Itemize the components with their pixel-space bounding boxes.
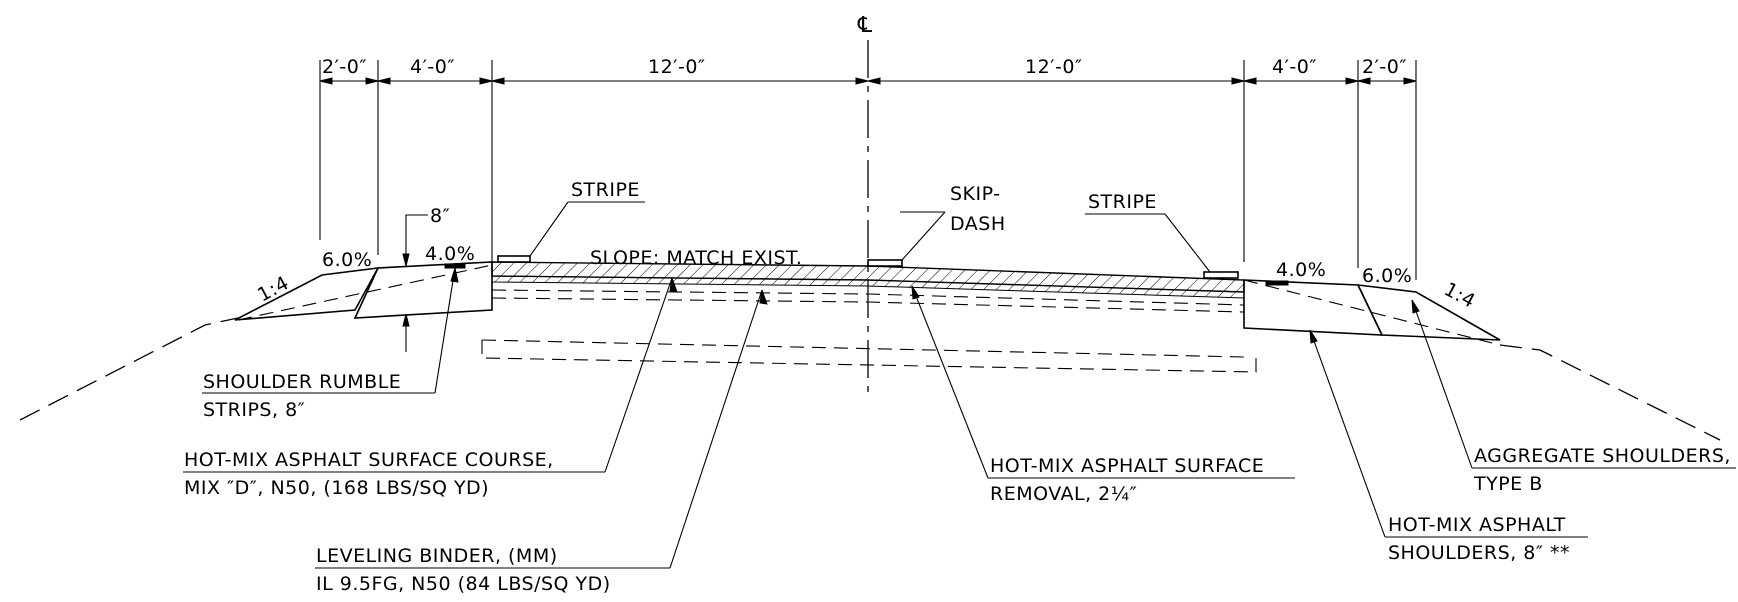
hma-shoulder-label-2: SHOULDERS, 8″ ** <box>1388 542 1570 564</box>
stripe-right-label: STRIPE <box>1088 191 1157 213</box>
skip-dash-mark <box>867 259 903 267</box>
dim-left-hma-shoulder: 4′-0″ <box>410 56 455 78</box>
callout-rumble <box>202 266 459 394</box>
callout-stripe-left <box>529 201 645 257</box>
dim-right-agg-shoulder: 2′-0″ <box>1362 56 1407 78</box>
extension-lines <box>319 60 1417 280</box>
dim-left-lane: 12′-0″ <box>648 56 706 78</box>
callout-stripe-right <box>1085 213 1211 273</box>
stripe-left-mark <box>497 255 531 263</box>
surface-label-1: HOT-MIX ASPHALT SURFACE COURSE, <box>184 449 554 471</box>
hma-shoulder-label-1: HOT-MIX ASPHALT <box>1388 514 1566 536</box>
dim-left-agg-shoulder: 2′-0″ <box>322 56 367 78</box>
removal-label-2: REMOVAL, 2¼″ <box>990 483 1137 505</box>
subbase-bracket <box>481 340 1257 373</box>
callout-skip-dash <box>900 211 946 261</box>
dimension-line <box>319 77 1417 85</box>
slope-left-foreslope: 1:4 <box>254 272 293 306</box>
rumble-depth: 8″ <box>430 205 450 227</box>
dim-right-hma-shoulder: 4′-0″ <box>1272 56 1317 78</box>
rumble-depth-dim <box>402 214 428 352</box>
rumble-label-1: SHOULDER RUMBLE <box>203 371 401 393</box>
callout-removal <box>911 285 1295 479</box>
stripe-left-label: STRIPE <box>571 179 640 201</box>
skip-dash-label-2: DASH <box>950 213 1006 235</box>
callout-hma-shoulders <box>1309 329 1588 538</box>
agg-shoulder-label-2: TYPE B <box>1473 473 1543 495</box>
slope-left-agg: 6.0% <box>322 249 372 271</box>
agg-shoulder-label-1: AGGREGATE SHOULDERS, <box>1474 445 1731 467</box>
callout-surface <box>183 277 678 473</box>
slope-right-agg: 6.0% <box>1362 265 1412 287</box>
centerline-symbol: ℄ <box>857 13 873 38</box>
dim-right-lane: 12′-0″ <box>1025 56 1083 78</box>
right-rumble-strip <box>1265 280 1289 286</box>
leveling-label-2: IL 9.5FG, N50 (84 LBS/SQ YD) <box>316 573 611 595</box>
centerline: ℄ <box>857 13 873 400</box>
rumble-label-2: STRIPS, 8″ <box>203 399 305 421</box>
slope-right-foreslope: 1:4 <box>1440 278 1479 312</box>
right-aggregate-shoulder <box>1356 284 1501 341</box>
slope-left-hma: 4.0% <box>425 243 475 265</box>
removal-label-1: HOT-MIX ASPHALT SURFACE <box>990 455 1264 477</box>
callout-agg-shoulders <box>1411 299 1736 469</box>
callout-leveling <box>315 289 768 569</box>
stripe-right-mark <box>1203 271 1239 279</box>
leveling-label-1: LEVELING BINDER, (MM) <box>316 545 558 567</box>
skip-dash-label-1: SKIP- <box>950 183 1001 205</box>
right-hma-shoulder <box>1243 279 1384 336</box>
slope-note: SLOPE: MATCH EXIST. <box>590 247 802 269</box>
slope-right-hma: 4.0% <box>1276 259 1326 281</box>
surface-label-2: MIX ″D″, N50, (168 LBS/SQ YD) <box>184 477 489 499</box>
